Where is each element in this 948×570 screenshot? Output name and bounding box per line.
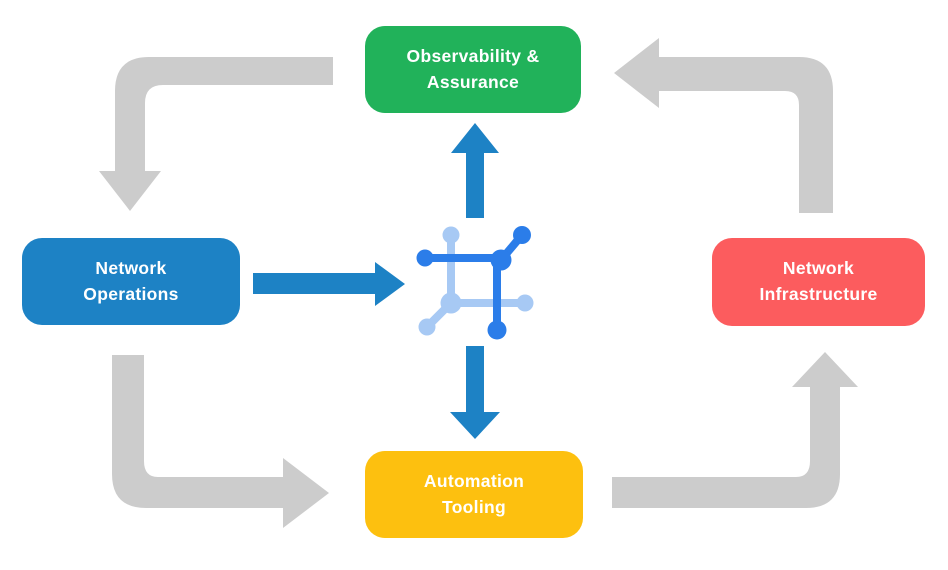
node-label-line: Automation (423, 470, 525, 491)
node-label-line: Operations (83, 283, 179, 304)
icon-light-top-node (442, 226, 460, 244)
node-network-infrastructure: Network Infrastructure (712, 238, 925, 326)
icon-light-bottomleft-node (418, 318, 436, 336)
network-mesh-icon (416, 226, 534, 340)
arrow-operations-to-core (253, 262, 405, 306)
icon-light-junction-node (440, 292, 462, 314)
node-label-line: Infrastructure (759, 284, 878, 304)
node-label-line: Assurance (426, 71, 520, 92)
node-observability-assurance: Observability & Assurance (365, 26, 581, 113)
node-network-operations: Network Operations (22, 238, 240, 325)
arrow-core-to-observability (451, 123, 499, 218)
cycle-arrow-operations-to-tooling (112, 355, 329, 528)
icon-dark-left-node (416, 249, 434, 267)
cycle-arrow-observability-to-operations (99, 57, 333, 211)
icon-dark-junction-node (490, 249, 512, 271)
node-label-line: Tooling (442, 496, 506, 517)
node-label-line: Network (782, 258, 855, 279)
arrow-core-to-tooling (450, 346, 500, 439)
node-label-line: Network (95, 257, 167, 278)
node-automation-tooling: Automation Tooling (365, 451, 583, 538)
cycle-arrow-infrastructure-to-observability (614, 38, 833, 213)
node-label-line: Observability & (406, 45, 540, 66)
cycle-arrow-tooling-to-infrastructure (612, 352, 858, 508)
icon-light-right-node (516, 294, 534, 312)
icon-dark-bottom-node (487, 320, 507, 340)
icon-dark-topright-node (513, 226, 531, 244)
